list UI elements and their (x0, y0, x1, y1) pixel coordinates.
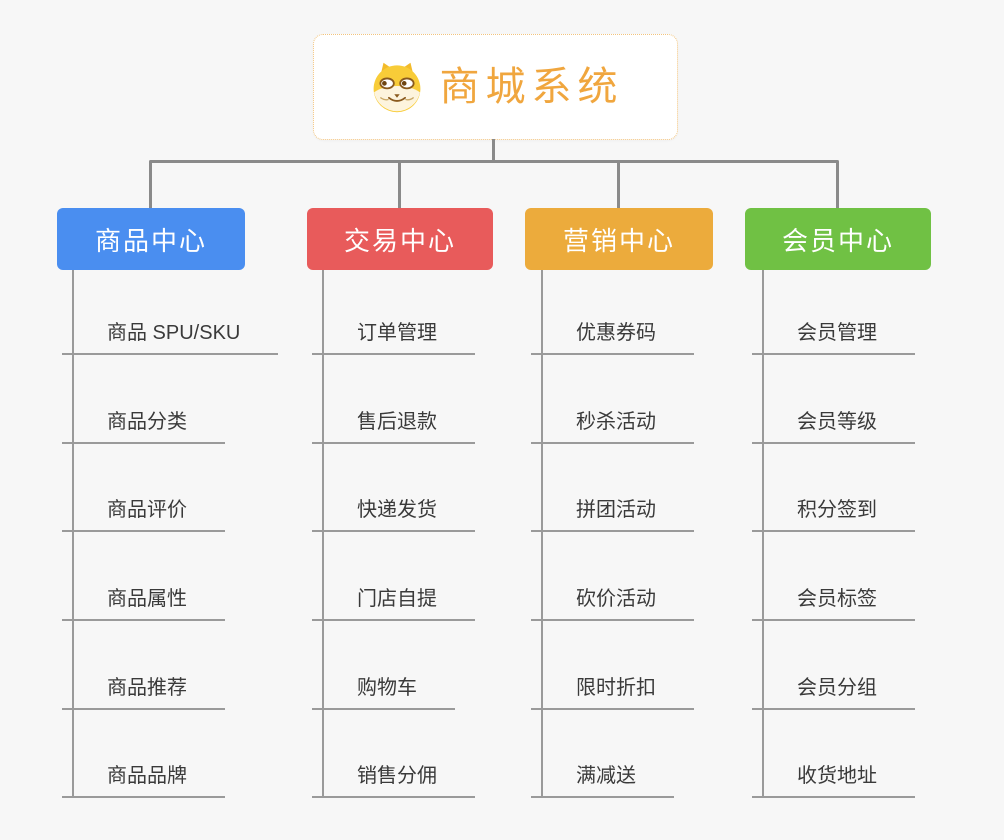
branch-node-product-center[interactable]: 商品中心 (57, 208, 245, 270)
connector-stub-trade (398, 162, 401, 208)
leaf-node[interactable]: 会员标签 (752, 579, 915, 621)
leaf-column-product: 商品 SPU/SKU 商品分类 商品评价 商品属性 商品推荐 商品品牌 (62, 270, 279, 798)
leaf-node[interactable]: 积分签到 (752, 490, 915, 532)
leaf-node[interactable]: 限时折扣 (531, 668, 694, 710)
leaf-node[interactable]: 会员等级 (752, 402, 915, 444)
leaf-column-member: 会员管理 会员等级 积分签到 会员标签 会员分组 收货地址 (752, 270, 915, 798)
leaf-node[interactable]: 会员管理 (752, 313, 915, 355)
leaf-node[interactable]: 满减送 (531, 756, 674, 798)
leaf-node[interactable]: 订单管理 (312, 313, 475, 355)
connector-bus (149, 160, 839, 163)
leaf-node[interactable]: 会员分组 (752, 668, 915, 710)
leaf-column-trade: 订单管理 售后退款 快递发货 门店自提 购物车 销售分佣 (312, 270, 475, 798)
leaf-node[interactable]: 购物车 (312, 668, 455, 710)
leaf-node[interactable]: 商品评价 (62, 490, 225, 532)
leaf-node[interactable]: 秒杀活动 (531, 402, 694, 444)
leaf-node[interactable]: 商品推荐 (62, 668, 225, 710)
leaf-column-marketing: 优惠券码 秒杀活动 拼团活动 砍价活动 限时折扣 满减送 (531, 270, 694, 798)
leaf-node[interactable]: 售后退款 (312, 402, 475, 444)
leaf-node[interactable]: 砍价活动 (531, 579, 694, 621)
leaf-node[interactable]: 拼团活动 (531, 490, 694, 532)
branch-node-trade-center[interactable]: 交易中心 (307, 208, 493, 270)
leaf-node[interactable]: 快递发货 (312, 490, 475, 532)
branch-node-marketing-center[interactable]: 营销中心 (525, 208, 713, 270)
connector-root-stem (492, 139, 495, 161)
branch-node-member-center[interactable]: 会员中心 (745, 208, 931, 270)
leaf-node[interactable]: 商品品牌 (62, 756, 225, 798)
connector-stub-member (836, 162, 839, 208)
leaf-node[interactable]: 商品属性 (62, 579, 225, 621)
leaf-node[interactable]: 门店自提 (312, 579, 475, 621)
dog-face-icon (373, 62, 420, 113)
leaf-node[interactable]: 商品 SPU/SKU (62, 313, 279, 355)
root-title: 商城系统 (439, 65, 624, 109)
leaf-node[interactable]: 销售分佣 (312, 756, 475, 798)
leaf-node[interactable]: 优惠券码 (531, 313, 694, 355)
leaf-node[interactable]: 商品分类 (62, 402, 225, 444)
root-node[interactable]: 商城系统 (313, 34, 678, 140)
connector-stub-marketing (617, 162, 620, 208)
leaf-node[interactable]: 收货地址 (752, 756, 915, 798)
connector-stub-product (149, 162, 152, 208)
